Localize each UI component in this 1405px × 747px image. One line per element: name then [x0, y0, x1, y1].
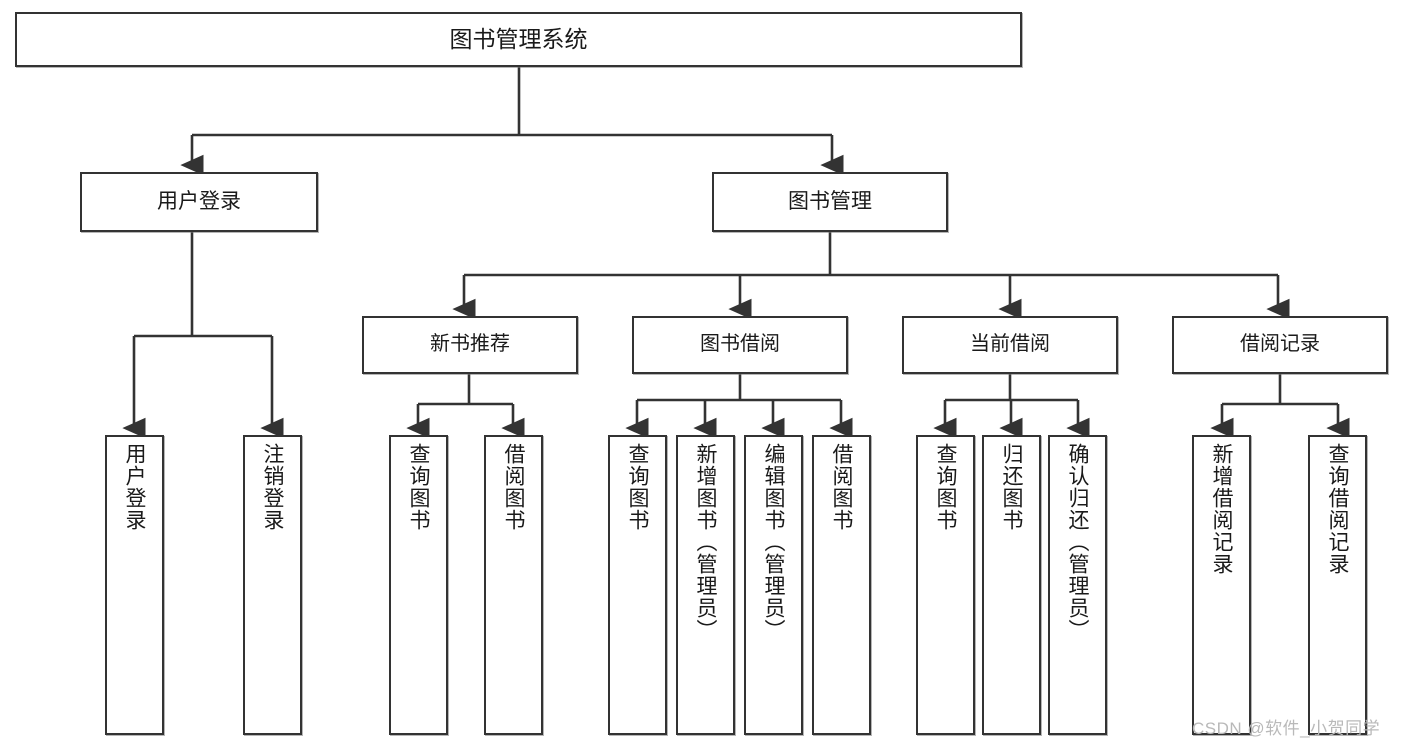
leaf-current-borrow-query[interactable]: 查询图书 — [916, 435, 975, 735]
node-new-book-recommend[interactable]: 新书推荐 — [362, 316, 578, 374]
leaf-borrow-record-query[interactable]: 查询借阅记录 — [1308, 435, 1367, 735]
node-current-borrow[interactable]: 当前借阅 — [902, 316, 1118, 374]
node-user-login[interactable]: 用户登录 — [80, 172, 318, 232]
node-label: 用户登录 — [157, 189, 241, 213]
leaf-current-borrow-return[interactable]: 归还图书 — [982, 435, 1041, 735]
leaf-book-borrow-borrow[interactable]: 借阅图书 — [812, 435, 871, 735]
node-borrow-record[interactable]: 借阅记录 — [1172, 316, 1388, 374]
node-label: 图书管理 — [788, 189, 872, 213]
leaf-book-borrow-query[interactable]: 查询图书 — [608, 435, 667, 735]
node-label: 查询图书 — [407, 443, 430, 531]
node-book-management[interactable]: 图书管理 — [712, 172, 948, 232]
node-label: 编辑图书（管理员） — [762, 443, 785, 641]
leaf-book-borrow-edit[interactable]: 编辑图书（管理员） — [744, 435, 803, 735]
leaf-borrow-record-add[interactable]: 新增借阅记录 — [1192, 435, 1251, 735]
leaf-new-book-borrow[interactable]: 借阅图书 — [484, 435, 543, 735]
node-label: 归还图书 — [1000, 443, 1023, 531]
node-book-borrow[interactable]: 图书借阅 — [632, 316, 848, 374]
leaf-book-borrow-add[interactable]: 新增图书（管理员） — [676, 435, 735, 735]
node-label: 当前借阅 — [970, 333, 1050, 356]
watermark: CSDN @软件_小贺同学 — [1192, 719, 1381, 738]
node-label: 新增图书（管理员） — [694, 443, 717, 641]
node-root-system[interactable]: 图书管理系统 — [15, 12, 1022, 67]
node-label: 注销登录 — [261, 443, 284, 531]
node-label: 查询借阅记录 — [1326, 443, 1349, 575]
node-label: 查询图书 — [934, 443, 957, 531]
node-label: 查询图书 — [626, 443, 649, 531]
node-label: 图书管理系统 — [449, 25, 588, 52]
node-label: 借阅记录 — [1240, 333, 1320, 356]
leaf-user-login-logout[interactable]: 注销登录 — [243, 435, 302, 735]
node-label: 借阅图书 — [502, 443, 525, 531]
node-label: 图书借阅 — [700, 333, 780, 356]
node-label: 用户登录 — [123, 443, 146, 531]
leaf-user-login-login[interactable]: 用户登录 — [105, 435, 164, 735]
node-label: 新增借阅记录 — [1210, 443, 1233, 575]
node-label: 确认归还（管理员） — [1066, 443, 1089, 641]
leaf-current-borrow-confirm-return[interactable]: 确认归还（管理员） — [1048, 435, 1107, 735]
leaf-new-book-query[interactable]: 查询图书 — [389, 435, 448, 735]
node-label: 新书推荐 — [430, 333, 510, 356]
node-label: 借阅图书 — [830, 443, 853, 531]
